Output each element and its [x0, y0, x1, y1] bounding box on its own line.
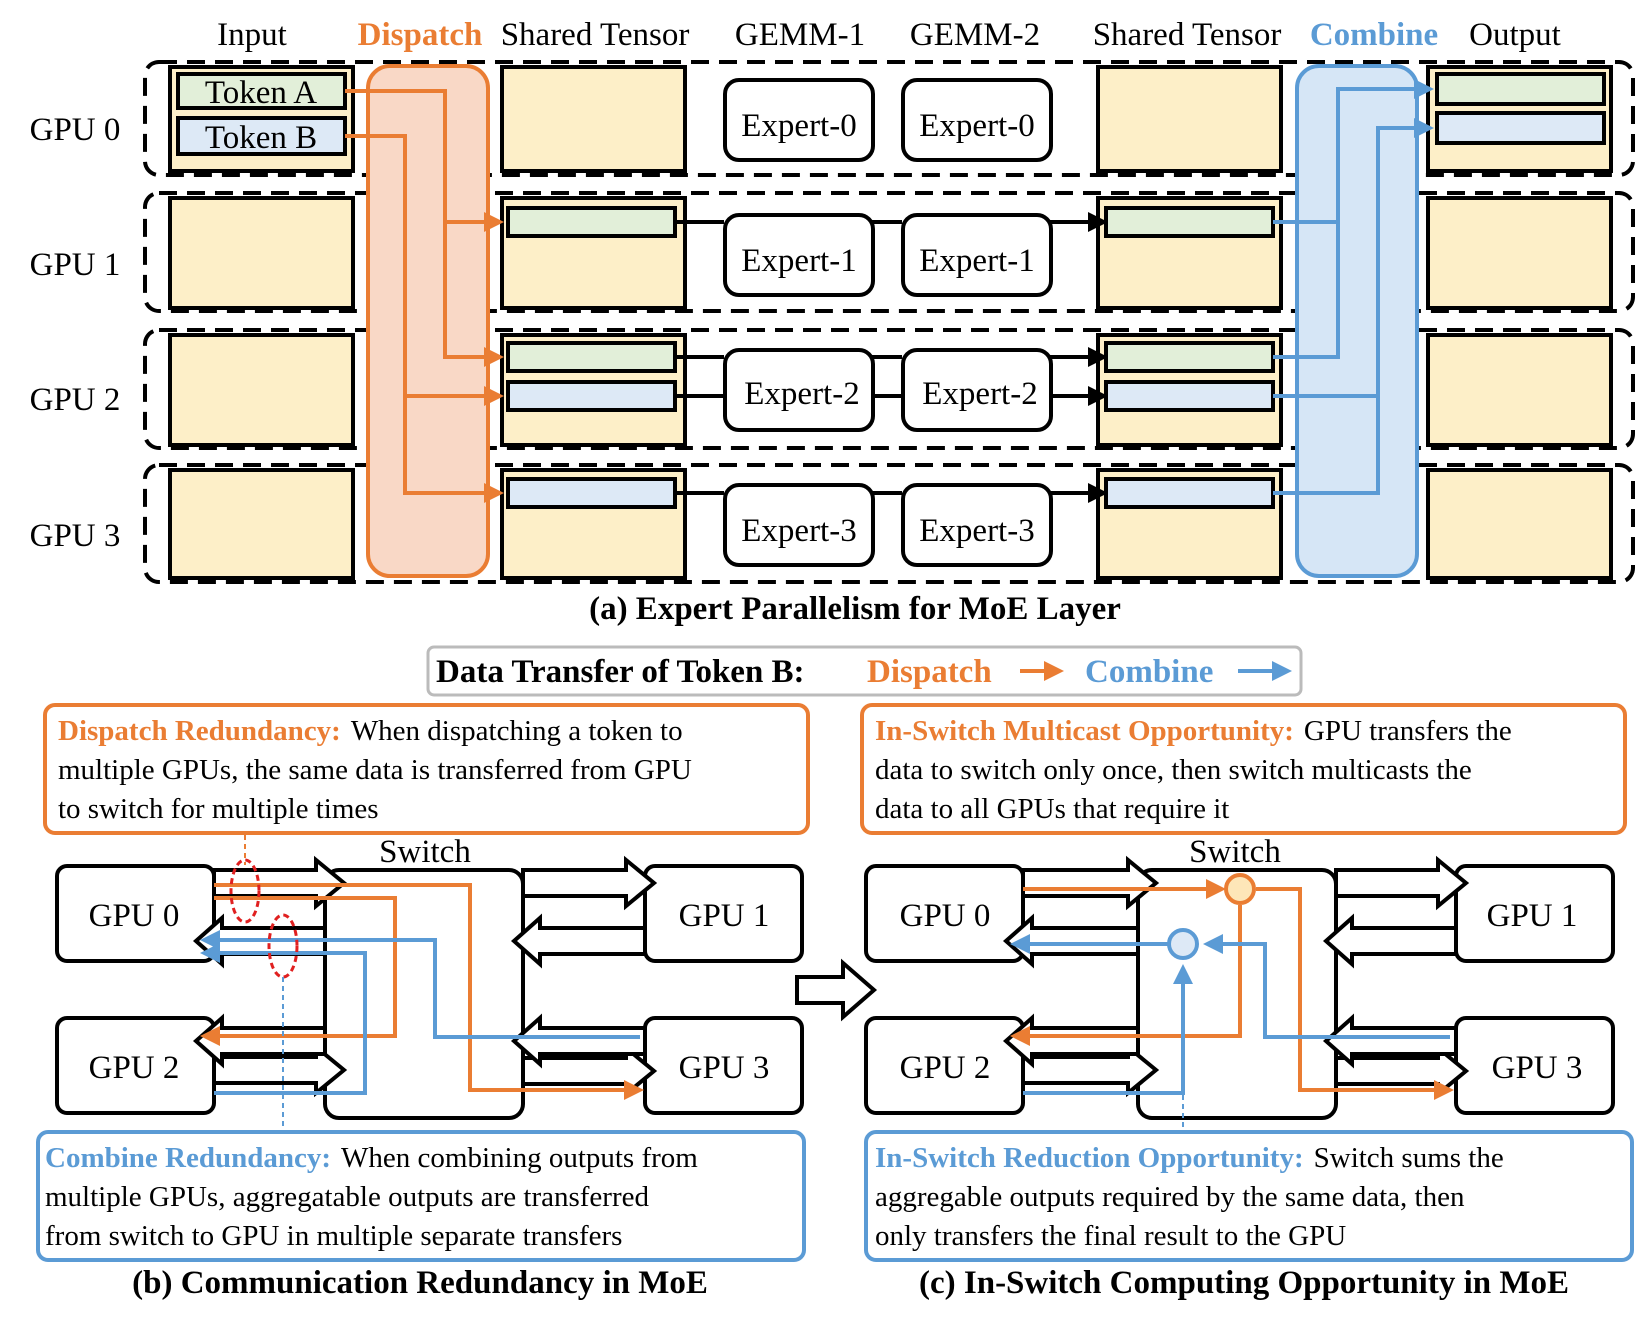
- expert-connectors: [675, 212, 1108, 503]
- panel-b: Dispatch Redundancy:When dispatching a t…: [36, 703, 810, 1301]
- input-column: Token A Token B: [168, 65, 355, 580]
- gpu-row-0-frame: [143, 60, 1635, 177]
- switch-label-b: Switch: [379, 834, 471, 870]
- multicast-line-2: data to switch only once, then switch mu…: [875, 754, 1472, 786]
- multicast-line-3: data to all GPUs that require it: [875, 793, 1229, 825]
- header-output: Output: [1469, 17, 1561, 53]
- expert-box: [901, 78, 1053, 162]
- dispatch-redundancy-line-1: Dispatch Redundancy:When dispatching a t…: [58, 715, 683, 747]
- token-a-box: [176, 72, 347, 110]
- gpu1-label-b: GPU 1: [679, 898, 770, 934]
- expert-box: [901, 348, 1053, 432]
- dispatch-arrows: [345, 89, 504, 503]
- combine-redundancy-line-1: Combine Redundancy:When combining output…: [45, 1142, 698, 1174]
- dispatch-band: [366, 64, 490, 578]
- token-a-label: Token A: [205, 75, 317, 111]
- reduction-flow-c: [1010, 934, 1450, 1095]
- reduction-line-2: aggregable outputs required by the same …: [875, 1181, 1465, 1213]
- redundancy-highlight: [267, 913, 299, 979]
- expert-label: Expert-0: [741, 108, 856, 144]
- header-combine: Combine: [1310, 17, 1438, 53]
- gpu1-label-c: GPU 1: [1487, 898, 1578, 934]
- caption-b: (b) Communication Redundancy in MoE: [132, 1265, 708, 1301]
- expert-label: Expert-1: [919, 243, 1034, 279]
- dispatch-redundancy-note: [43, 703, 810, 835]
- reduction-line-1: In-Switch Reduction Opportunity:Switch s…: [875, 1142, 1504, 1174]
- expert-label: Expert-2: [922, 376, 1037, 412]
- header-dispatch: Dispatch: [358, 17, 483, 53]
- gpu0-box-c: [864, 864, 1025, 963]
- legend-title: Data Transfer of Token B:: [436, 654, 805, 690]
- gpu0-label-c: GPU 0: [900, 898, 991, 934]
- expert-label: Expert-2: [744, 376, 859, 412]
- legend-dispatch: Dispatch: [867, 654, 992, 690]
- reduction-note: [864, 1130, 1634, 1262]
- redundancy-highlight: [229, 858, 261, 924]
- gpu0-label-b: GPU 0: [89, 898, 180, 934]
- gpu1-box-c: [1454, 864, 1615, 963]
- dispatch-redundancy-line-3: to switch for multiple times: [58, 793, 379, 825]
- gpu-row-2-frame: [143, 328, 1635, 450]
- gpu-label-1: GPU 1: [30, 247, 121, 283]
- gpu1-box-b: [643, 864, 804, 963]
- gpu0-box-b: [55, 864, 216, 963]
- switch-box-b: [323, 868, 525, 1120]
- header-gemm1: GEMM-1: [735, 17, 865, 53]
- expert-box: [723, 483, 875, 567]
- expert-label: Expert-1: [741, 243, 856, 279]
- combine-arrows: [1273, 79, 1434, 495]
- combine-redundancy-line-3: from switch to GPU in multiple separate …: [45, 1220, 622, 1252]
- experts: Expert-0 Expert-0 Expert-1 Expert-1 Expe…: [723, 78, 1053, 567]
- dispatch-redundancy-line-2: multiple GPUs, the same data is transfer…: [58, 754, 692, 786]
- legend: Data Transfer of Token B: Dispatch Combi…: [426, 645, 1303, 697]
- shared-tensor-2-column: [1096, 65, 1283, 580]
- multicast-note: [860, 703, 1627, 835]
- caption-c: (c) In-Switch Computing Opportunity in M…: [919, 1265, 1569, 1301]
- combine-redundancy-note: [36, 1130, 806, 1262]
- header-shared-tensor-1: Shared Tensor: [501, 17, 690, 53]
- gpu-row-3-frame: [143, 463, 1635, 584]
- expert-box: [901, 213, 1053, 297]
- gpu-label-2: GPU 2: [30, 382, 121, 418]
- expert-box: [723, 348, 875, 432]
- multicast-node: [1224, 873, 1256, 905]
- dispatch-flow-b: [200, 883, 644, 1100]
- gpu3-label-b: GPU 3: [679, 1050, 770, 1086]
- output-column: [1426, 65, 1613, 580]
- expert-label: Expert-3: [741, 513, 856, 549]
- legend-combine: Combine: [1085, 654, 1213, 690]
- switch-box-c: [1136, 868, 1338, 1120]
- panel-c: In-Switch Multicast Opportunity:GPU tran…: [860, 703, 1634, 1301]
- caption-a: (a) Expert Parallelism for MoE Layer: [589, 591, 1121, 627]
- reduction-line-3: only transfers the final result to the G…: [875, 1220, 1346, 1252]
- header-gemm2: GEMM-2: [910, 17, 1040, 53]
- expert-label: Expert-0: [919, 108, 1034, 144]
- switch-label-c: Switch: [1189, 834, 1281, 870]
- gpu-label-0: GPU 0: [30, 112, 121, 148]
- expert-box: [723, 78, 875, 162]
- combine-band: [1295, 64, 1419, 578]
- expert-box: [723, 213, 875, 297]
- combine-flow-b: [200, 930, 640, 1095]
- gpu-label-3: GPU 3: [30, 518, 121, 554]
- expert-label: Expert-3: [919, 513, 1034, 549]
- token-b-label: Token B: [205, 120, 317, 156]
- panel-a: Input Dispatch Shared Tensor GEMM-1 GEMM…: [30, 17, 1635, 627]
- transition-arrow: [795, 958, 878, 1022]
- reduction-node: [1167, 928, 1199, 960]
- legend-frame: [426, 645, 1303, 697]
- gpu2-label-c: GPU 2: [900, 1050, 991, 1086]
- combine-redundancy-line-2: multiple GPUs, aggregatable outputs are …: [45, 1181, 649, 1213]
- expert-box: [901, 483, 1053, 567]
- header-input: Input: [217, 17, 287, 53]
- shared-tensor-1-column: [500, 65, 687, 580]
- header-shared-tensor-2: Shared Tensor: [1093, 17, 1282, 53]
- multicast-flow-c: [1010, 879, 1454, 1100]
- link-arrows-c: [1002, 855, 1470, 1099]
- multicast-line-1: In-Switch Multicast Opportunity:GPU tran…: [875, 715, 1512, 747]
- gpu-row-1-frame: [143, 191, 1635, 313]
- gpu3-label-c: GPU 3: [1492, 1050, 1583, 1086]
- gpu2-label-b: GPU 2: [89, 1050, 180, 1086]
